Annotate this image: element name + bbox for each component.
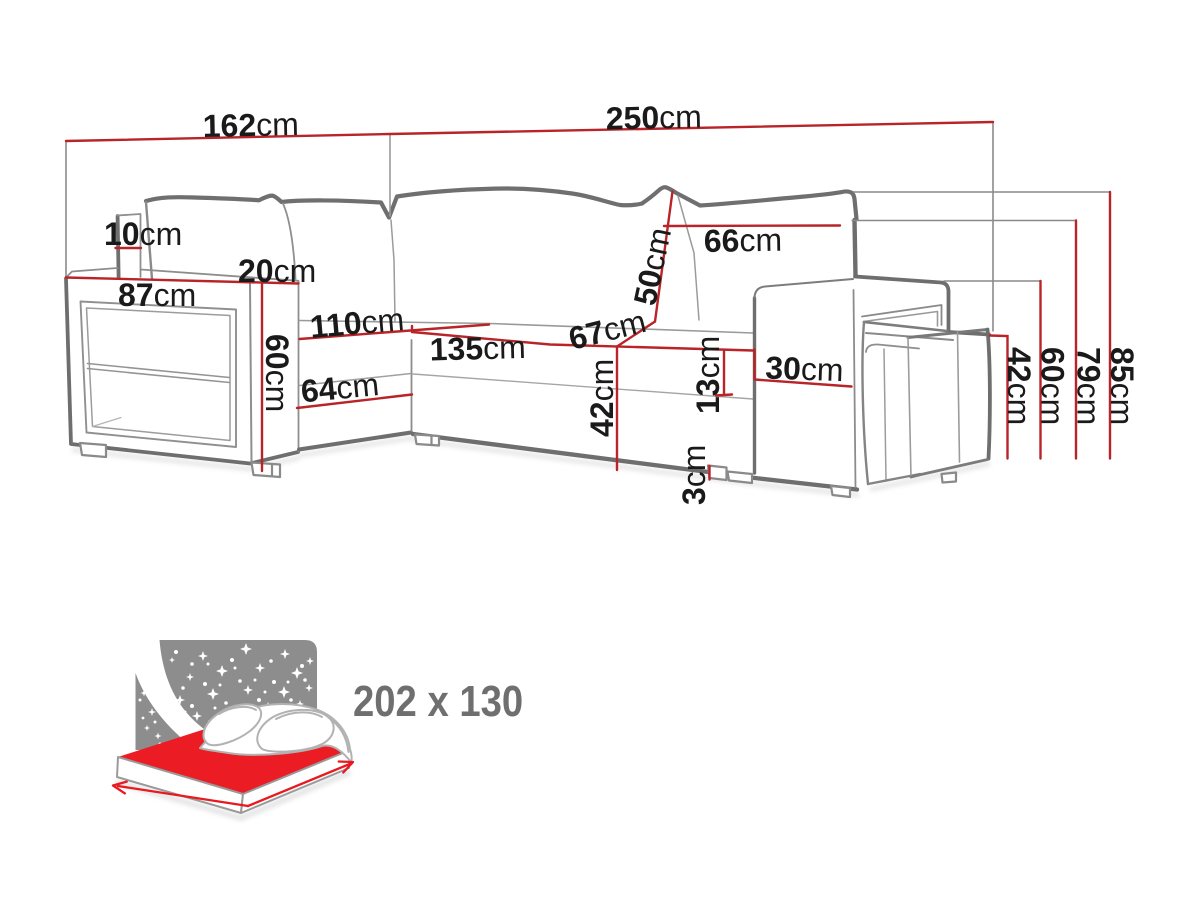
svg-text:42cm: 42cm (584, 359, 620, 437)
svg-text:79cm: 79cm (1071, 347, 1107, 425)
svg-text:60cm: 60cm (1035, 347, 1071, 425)
svg-text:3cm: 3cm (676, 445, 712, 505)
svg-text:10cm: 10cm (104, 216, 182, 252)
svg-text:64cm: 64cm (299, 366, 380, 409)
svg-text:66cm: 66cm (703, 222, 782, 259)
svg-text:42cm: 42cm (1001, 347, 1037, 425)
svg-text:87cm: 87cm (118, 277, 196, 313)
svg-text:20cm: 20cm (238, 253, 316, 289)
svg-text:30cm: 30cm (765, 350, 844, 389)
svg-text:202 x 130: 202 x 130 (353, 677, 523, 726)
svg-text:135cm: 135cm (429, 329, 526, 368)
svg-text:110cm: 110cm (308, 301, 405, 345)
svg-text:85cm: 85cm (1104, 347, 1140, 425)
svg-text:60cm: 60cm (259, 334, 295, 412)
svg-text:162cm: 162cm (202, 106, 299, 144)
svg-text:250cm: 250cm (605, 98, 702, 136)
svg-text:13cm: 13cm (690, 336, 726, 414)
svg-text:50cm: 50cm (627, 224, 678, 308)
